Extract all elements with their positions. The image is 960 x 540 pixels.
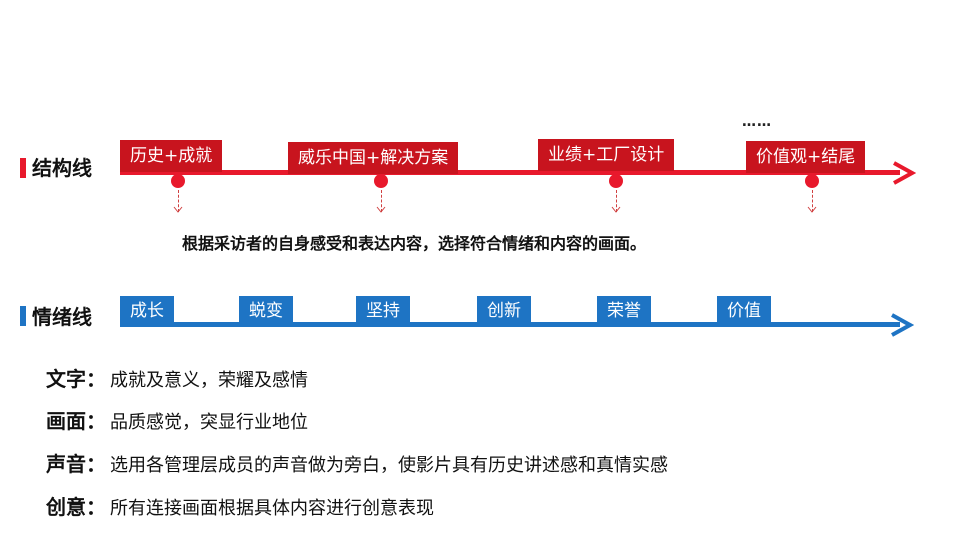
structure-note: 根据采访者的自身感受和表达内容，选择符合情绪和内容的画面。 [182, 234, 647, 253]
drop-arrow-icon [376, 206, 386, 213]
structure-milestone-dot [374, 174, 388, 188]
milestone-drop-line [616, 190, 617, 212]
drop-arrow-icon [611, 206, 621, 213]
milestone-drop-line [812, 190, 813, 212]
structure-arrowhead-icon [893, 161, 916, 185]
detail-value: 选用各管理层成员的声音做为旁白，使影片具有历史讲述感和真情实感 [110, 455, 668, 476]
structure-milestone-dot [609, 174, 623, 188]
structure-milestone-dot [805, 174, 819, 188]
structure-ellipsis: …… [742, 114, 772, 130]
detail-key: 创意： [46, 495, 106, 519]
emotion-line-marker [20, 306, 26, 326]
structure-timeline [120, 170, 900, 175]
emotion-stage-6: 价值 [717, 296, 771, 326]
detail-key: 文字： [46, 367, 106, 391]
drop-arrow-icon [173, 206, 183, 213]
structure-line-label: 结构线 [32, 156, 92, 180]
drop-arrow-icon [807, 206, 817, 213]
emotion-arrowhead-icon [891, 313, 914, 337]
emotion-stage-4: 创新 [477, 296, 531, 326]
emotion-line-label: 情绪线 [32, 305, 92, 329]
emotion-stage-2: 蜕变 [239, 296, 293, 326]
emotion-stage-3: 坚持 [356, 296, 410, 326]
milestone-drop-line [178, 190, 179, 212]
emotion-stage-1: 成长 [120, 296, 174, 326]
structure-stage-4: 价值观+结尾 [746, 141, 866, 173]
detail-value: 品质感觉，突显行业地位 [110, 412, 308, 433]
detail-key: 画面： [46, 409, 106, 433]
structure-stage-3: 业绩+工厂设计 [538, 139, 675, 171]
structure-stage-2: 威乐中国+解决方案 [288, 142, 459, 174]
detail-key: 声音： [46, 452, 106, 476]
structure-line-marker [20, 158, 26, 178]
structure-milestone-dot [171, 174, 185, 188]
detail-value: 所有连接画面根据具体内容进行创意表现 [110, 498, 434, 519]
emotion-stage-5: 荣誉 [597, 296, 651, 326]
milestone-drop-line [381, 190, 382, 212]
detail-visual: 画面：品质感觉，突显行业地位 [46, 406, 308, 436]
detail-text: 文字：成就及意义，荣耀及感情 [46, 364, 308, 394]
detail-creative: 创意：所有连接画面根据具体内容进行创意表现 [46, 492, 434, 522]
detail-sound: 声音：选用各管理层成员的声音做为旁白，使影片具有历史讲述感和真情实感 [46, 449, 668, 479]
detail-value: 成就及意义，荣耀及感情 [110, 370, 308, 391]
structure-stage-1: 历史+成就 [120, 140, 223, 172]
